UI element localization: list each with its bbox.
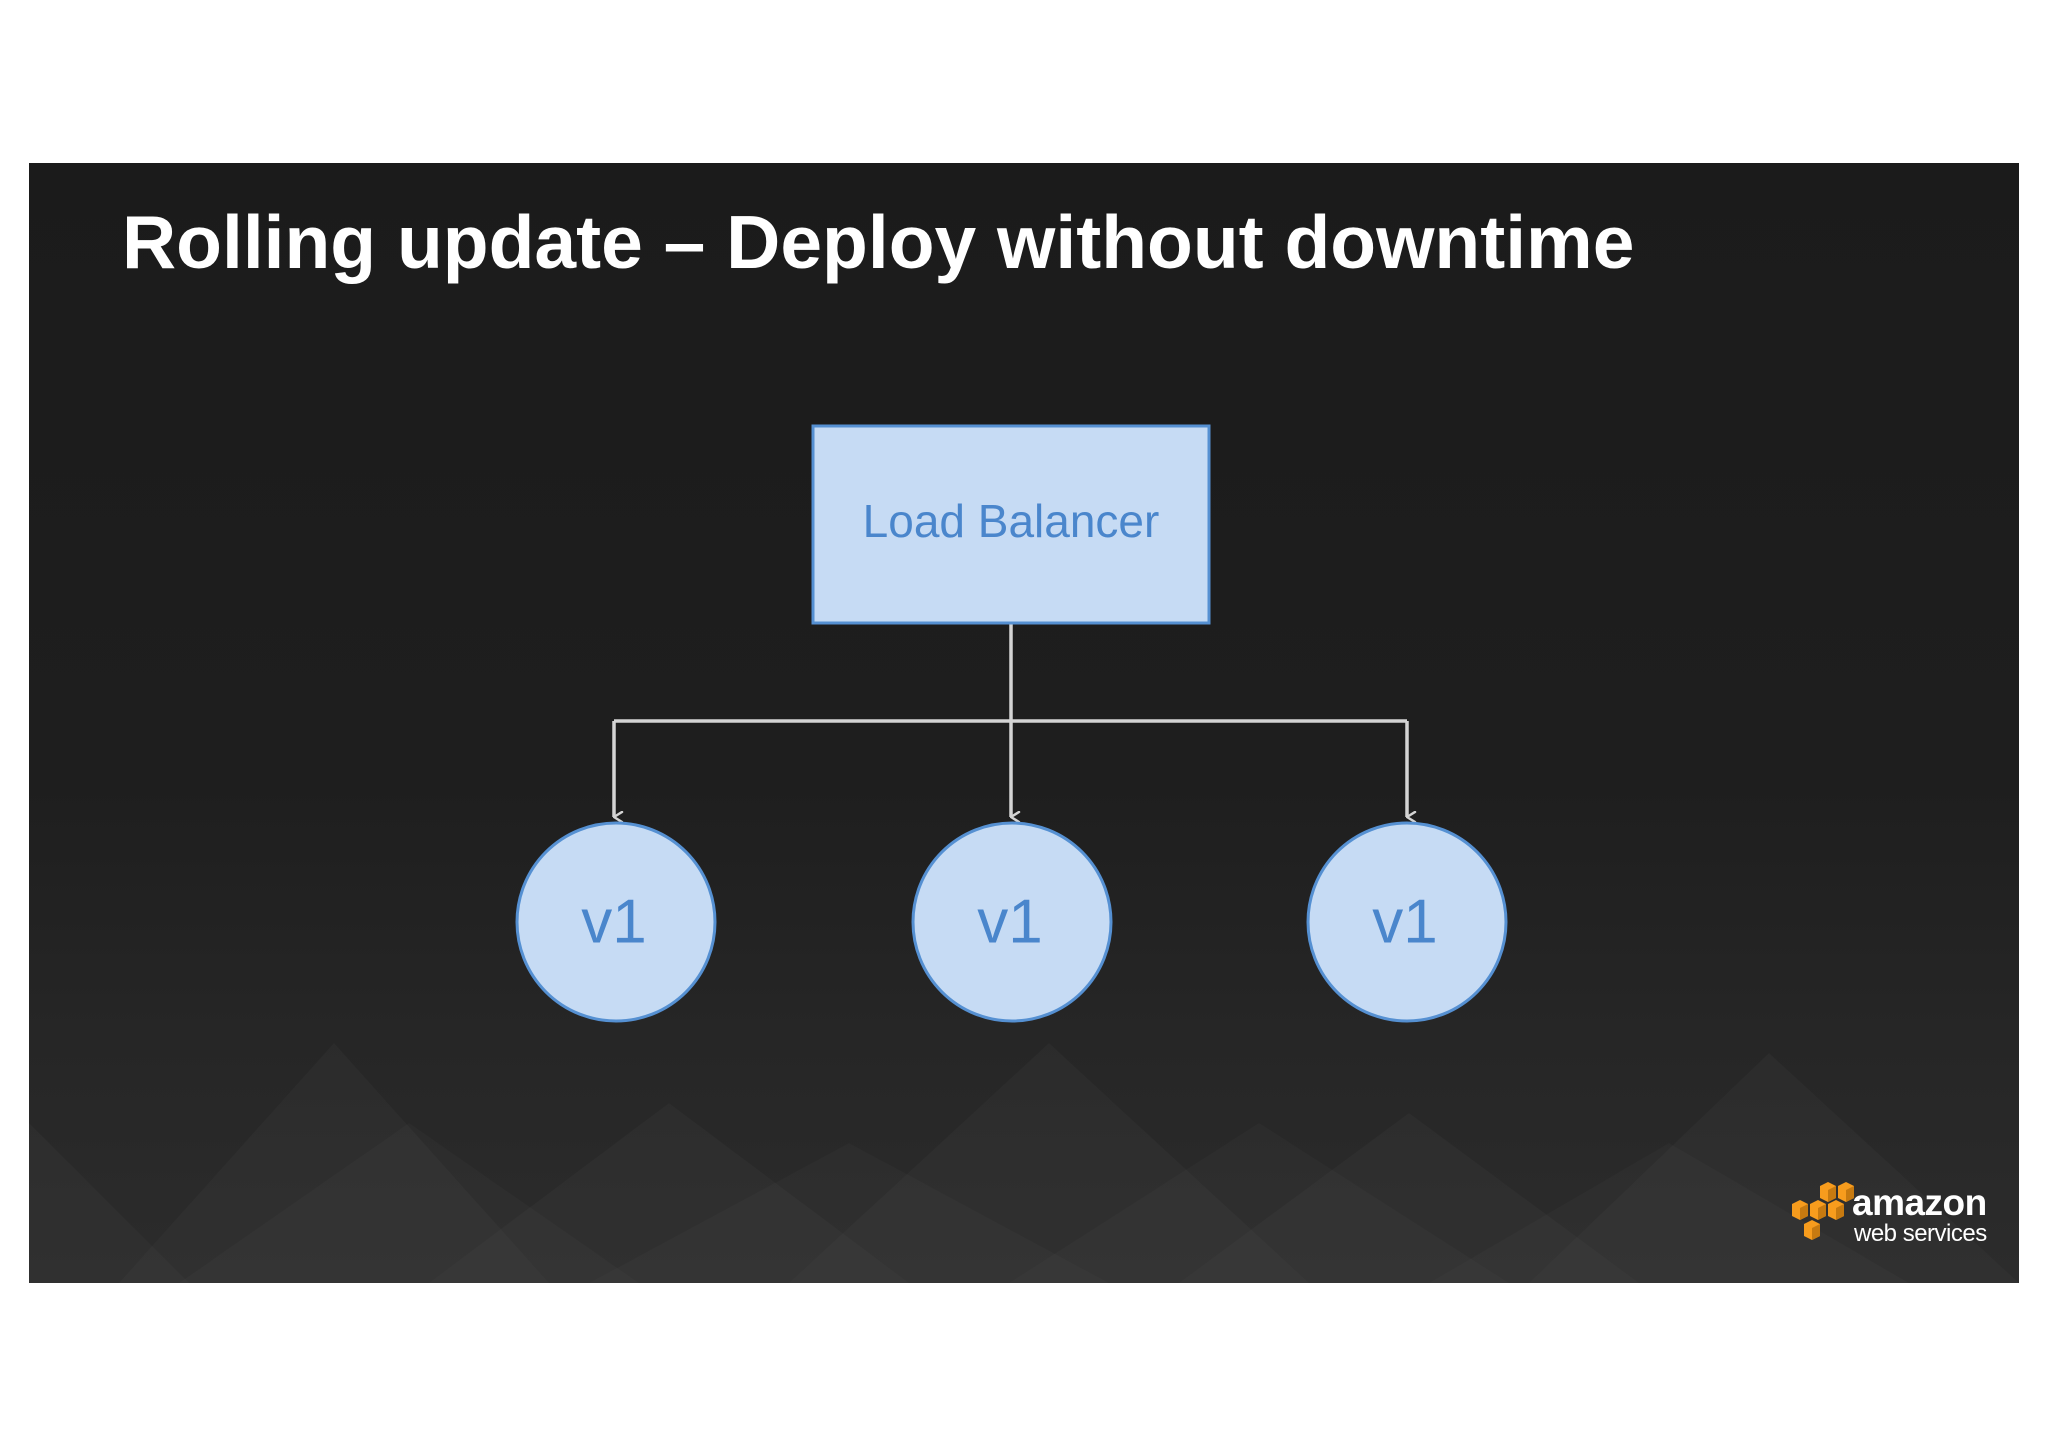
instance-node: v1: [515, 821, 717, 1023]
load-balancer-node: Load Balancer: [811, 424, 1211, 625]
instance-label: v1: [1372, 887, 1437, 956]
instance-circle: [515, 821, 717, 1023]
instance-circle: [1306, 821, 1508, 1023]
rolling-update-diagram: Load Balancer v1 v1 v1: [515, 424, 1508, 1023]
instance-circle: [911, 821, 1113, 1023]
slide-title: Rolling update – Deploy without downtime: [122, 200, 1635, 284]
load-balancer-label: Load Balancer: [863, 495, 1160, 547]
instance-node: v1: [1306, 821, 1508, 1023]
aws-logo: amazon web services: [1790, 1176, 1995, 1256]
load-balancer-box: [811, 424, 1211, 625]
aws-logo-wordmark: amazon: [1852, 1182, 1987, 1223]
connectors: [612, 623, 1407, 817]
instance-label: v1: [581, 887, 646, 956]
aws-cubes-icon: [1792, 1182, 1854, 1240]
instance-label: v1: [977, 887, 1042, 956]
instance-node: v1: [911, 821, 1113, 1023]
aws-logo-tagline: web services: [1854, 1220, 1987, 1247]
slide: Rolling update – Deploy without downtime…: [29, 163, 2019, 1283]
